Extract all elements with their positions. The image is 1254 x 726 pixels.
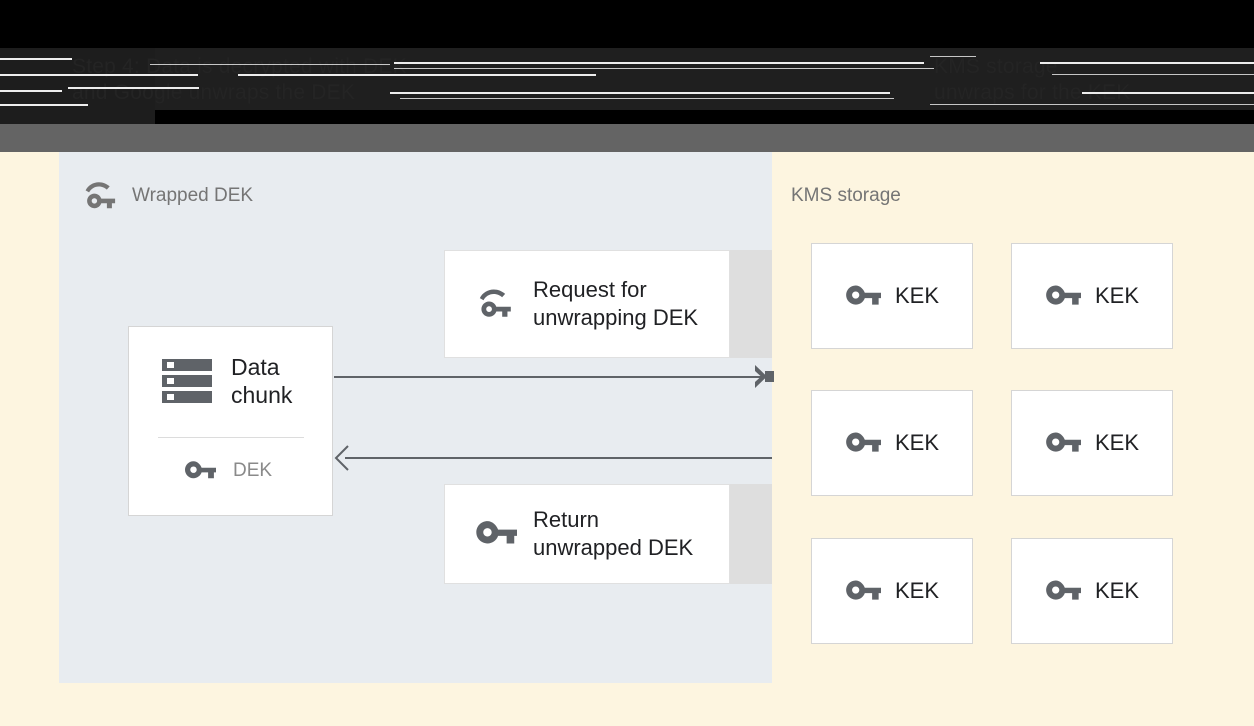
- data-chunk-row: Data chunk: [160, 353, 292, 409]
- kek-label: KEK: [894, 578, 940, 603]
- kek-label: KEK: [894, 283, 940, 308]
- kek-label: KEK: [1094, 283, 1140, 308]
- key-icon: [1045, 431, 1081, 456]
- artifact-streak: [0, 74, 198, 76]
- artifact-streak: [0, 90, 62, 92]
- artifact-streak: [394, 68, 934, 69]
- artifact-streak: [1040, 62, 1254, 64]
- artifact-streak: [238, 74, 596, 76]
- header-title-left-line2: and Google unwraps the DEK: [72, 81, 356, 104]
- dek-row: DEK: [184, 460, 272, 482]
- obscured-header-region: Step 4: Data is decrypted with DEK and G…: [0, 0, 1254, 124]
- kek-label: KEK: [894, 430, 940, 455]
- key-icon: [1045, 284, 1081, 309]
- data-chunk-icon: [160, 356, 214, 406]
- return-unwrapped-label: Return unwrapped DEK: [533, 507, 694, 560]
- return-unwrapped-card[interactable]: Return unwrapped DEK: [444, 484, 730, 584]
- card-divider: [158, 437, 304, 438]
- wrapped-dek-panel: Wrapped DEK Data chunk: [59, 152, 772, 683]
- header-band: [0, 48, 1254, 110]
- data-chunk-label: Data chunk: [231, 354, 293, 408]
- dek-label: DEK: [233, 460, 273, 481]
- key-icon: [475, 519, 517, 549]
- header-title-right-line1: KMS storage: [934, 55, 1058, 78]
- header-band-secondary: [0, 48, 155, 124]
- header-title-right-line2: unwraps for the KEK: [934, 81, 1131, 104]
- request-unwrap-label: Request for unwrapping DEK: [533, 277, 699, 330]
- toolbar-gray-bar: [0, 124, 1254, 152]
- artifact-streak: [0, 104, 88, 106]
- wrapped-key-icon: [475, 287, 517, 322]
- artifact-streak: [1052, 74, 1254, 75]
- kek-label: KEK: [1094, 578, 1140, 603]
- kek-label: KEK: [1094, 430, 1140, 455]
- header-title-left-line1: Step 4: Data is decrypted with DEK: [72, 55, 407, 78]
- key-icon: [1045, 579, 1081, 604]
- wrapped-dek-title: Wrapped DEK: [132, 185, 254, 206]
- key-icon: [184, 460, 216, 482]
- kek-box[interactable]: KEK: [1011, 538, 1173, 644]
- artifact-streak: [930, 56, 976, 57]
- key-icon: [845, 284, 881, 309]
- artifact-streak: [1082, 92, 1254, 94]
- key-icon: [845, 579, 881, 604]
- artifact-streak: [0, 58, 72, 60]
- return-arrow-line: [345, 457, 772, 459]
- request-unwrap-card[interactable]: Request for unwrapping DEK: [444, 250, 730, 358]
- kek-box[interactable]: KEK: [1011, 390, 1173, 496]
- kek-box[interactable]: KEK: [1011, 243, 1173, 349]
- return-card-tail: [730, 484, 772, 584]
- kek-box[interactable]: KEK: [811, 243, 973, 349]
- kms-storage-title: KMS storage: [791, 185, 901, 206]
- artifact-streak: [400, 98, 894, 99]
- artifact-streak: [68, 87, 199, 89]
- wrapped-key-icon: [81, 180, 121, 213]
- artifact-streak: [150, 64, 390, 65]
- data-chunk-card[interactable]: Data chunk DEK: [128, 326, 333, 516]
- request-arrow-line: [334, 376, 764, 378]
- artifact-streak: [390, 92, 890, 94]
- artifact-streak: [394, 62, 924, 64]
- kek-box[interactable]: KEK: [811, 538, 973, 644]
- artifact-streak: [930, 104, 1254, 105]
- key-icon: [845, 431, 881, 456]
- kek-box[interactable]: KEK: [811, 390, 973, 496]
- return-arrow-head-icon: [334, 445, 350, 471]
- request-card-tail: [730, 250, 772, 358]
